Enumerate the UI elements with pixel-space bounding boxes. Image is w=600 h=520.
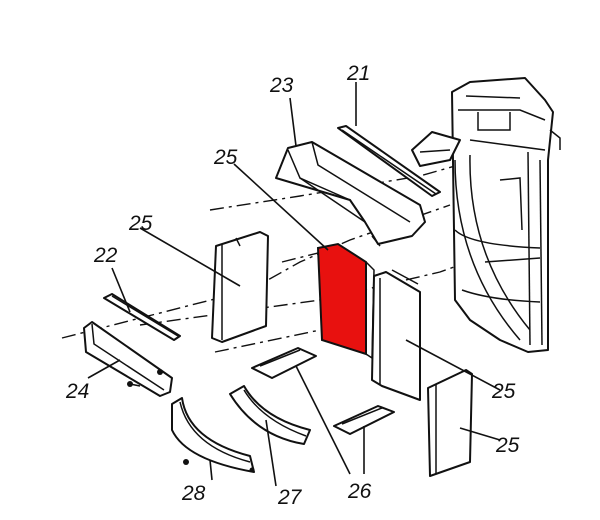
- highlighted-back-panel: [316, 242, 375, 360]
- leader-lines: [87, 82, 501, 487]
- label-26: 26: [347, 480, 372, 503]
- part-22-bar: [103, 293, 181, 341]
- part-21-bar: [337, 125, 441, 197]
- label-25-right-inner: 25: [491, 380, 516, 403]
- label-22: 22: [93, 244, 118, 267]
- part-24-rail: [83, 321, 173, 397]
- part-28-deflector: [171, 397, 255, 473]
- part-26-bricks: [251, 347, 395, 435]
- label-25-front-right: 25: [495, 434, 520, 457]
- label-25-left: 25: [128, 212, 153, 235]
- part-27-curved-plate: [229, 385, 311, 445]
- label-24: 24: [65, 380, 89, 403]
- label-21: 21: [346, 62, 370, 85]
- part-23-baffle: [275, 141, 426, 247]
- part-25-right-inner-panel: [371, 269, 421, 401]
- part-25-left-panel: [211, 231, 269, 343]
- stove-body: [451, 77, 561, 353]
- label-25-top: 25: [213, 146, 238, 169]
- label-23: 23: [269, 74, 294, 97]
- small-bracket: [411, 131, 461, 167]
- part-25-front-right-panel: [427, 369, 473, 477]
- part-labels: 21 23 25 25 22 24 25 25 28 27 26: [65, 62, 520, 509]
- label-28: 28: [181, 482, 206, 505]
- label-27: 27: [277, 486, 303, 509]
